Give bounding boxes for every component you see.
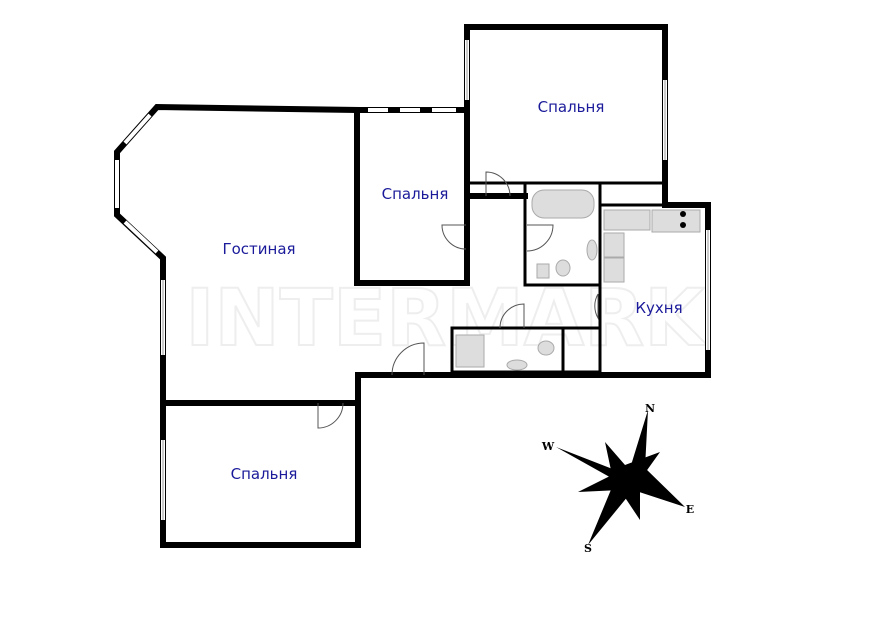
- compass-s: S: [584, 542, 592, 555]
- windows: [115, 40, 710, 520]
- room-label-bedroom-top: Спальня: [538, 98, 605, 116]
- wc-toilet-icon: [537, 340, 555, 356]
- wc-sink-icon: [506, 359, 528, 371]
- doors: [317, 171, 599, 429]
- shower-icon: [455, 334, 485, 368]
- compass-rose-icon: N W E S: [541, 402, 694, 555]
- watermark: INTERMARK: [185, 274, 707, 364]
- stove-icon: [651, 209, 701, 233]
- bathtub-icon: [531, 189, 595, 219]
- fixtures: [455, 189, 701, 371]
- room-label-bedroom-bottom: Спальня: [231, 465, 298, 483]
- compass-e: E: [686, 503, 694, 516]
- compass-w: W: [541, 440, 555, 453]
- room-label-living: Гостиная: [222, 240, 295, 258]
- compass-n: N: [645, 402, 655, 415]
- room-label-bedroom-middle: Спальня: [382, 185, 449, 203]
- sink-icon: [586, 239, 598, 261]
- room-label-kitchen: Кухня: [635, 299, 682, 317]
- toilet-icon: [555, 259, 571, 277]
- bidet-icon: [536, 263, 550, 279]
- countertop-icon: [603, 209, 651, 231]
